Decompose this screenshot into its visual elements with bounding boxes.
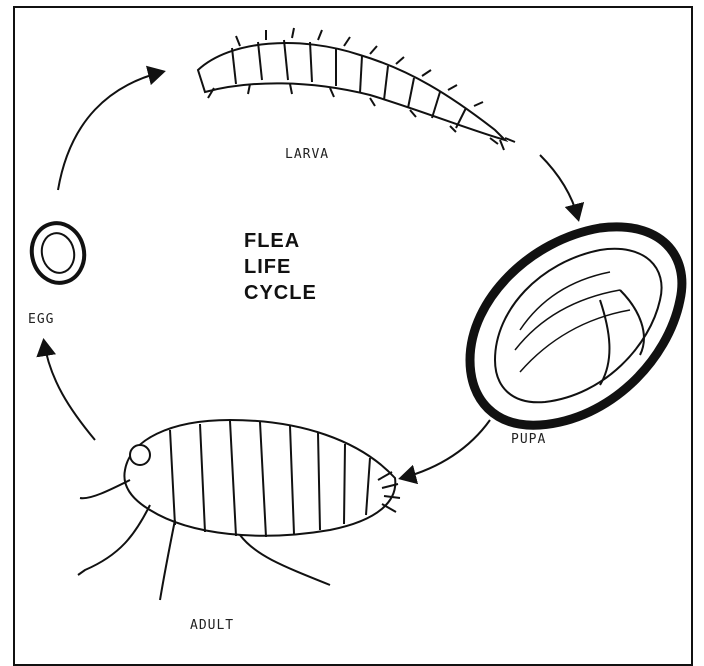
larva-label: LARVA [285, 147, 329, 162]
arrow-larva-to-pupa [540, 155, 578, 218]
adult-label: ADULT [190, 618, 234, 633]
egg-label: EGG [28, 312, 54, 327]
adult-flea-illustration [78, 420, 400, 600]
pupa-illustration [470, 227, 682, 425]
arrow-egg-to-larva [58, 72, 162, 190]
larva-illustration [198, 28, 515, 150]
title-line-3: CYCLE [244, 280, 317, 306]
arrow-pupa-to-adult [402, 420, 490, 478]
diagram-title: FLEA LIFE CYCLE [244, 228, 317, 306]
egg-illustration [26, 218, 89, 288]
arrow-adult-to-egg [44, 342, 95, 440]
title-line-1: FLEA [244, 228, 317, 254]
pupa-label: PUPA [511, 432, 546, 447]
life-cycle-drawing [0, 0, 704, 651]
title-line-2: LIFE [244, 254, 317, 280]
